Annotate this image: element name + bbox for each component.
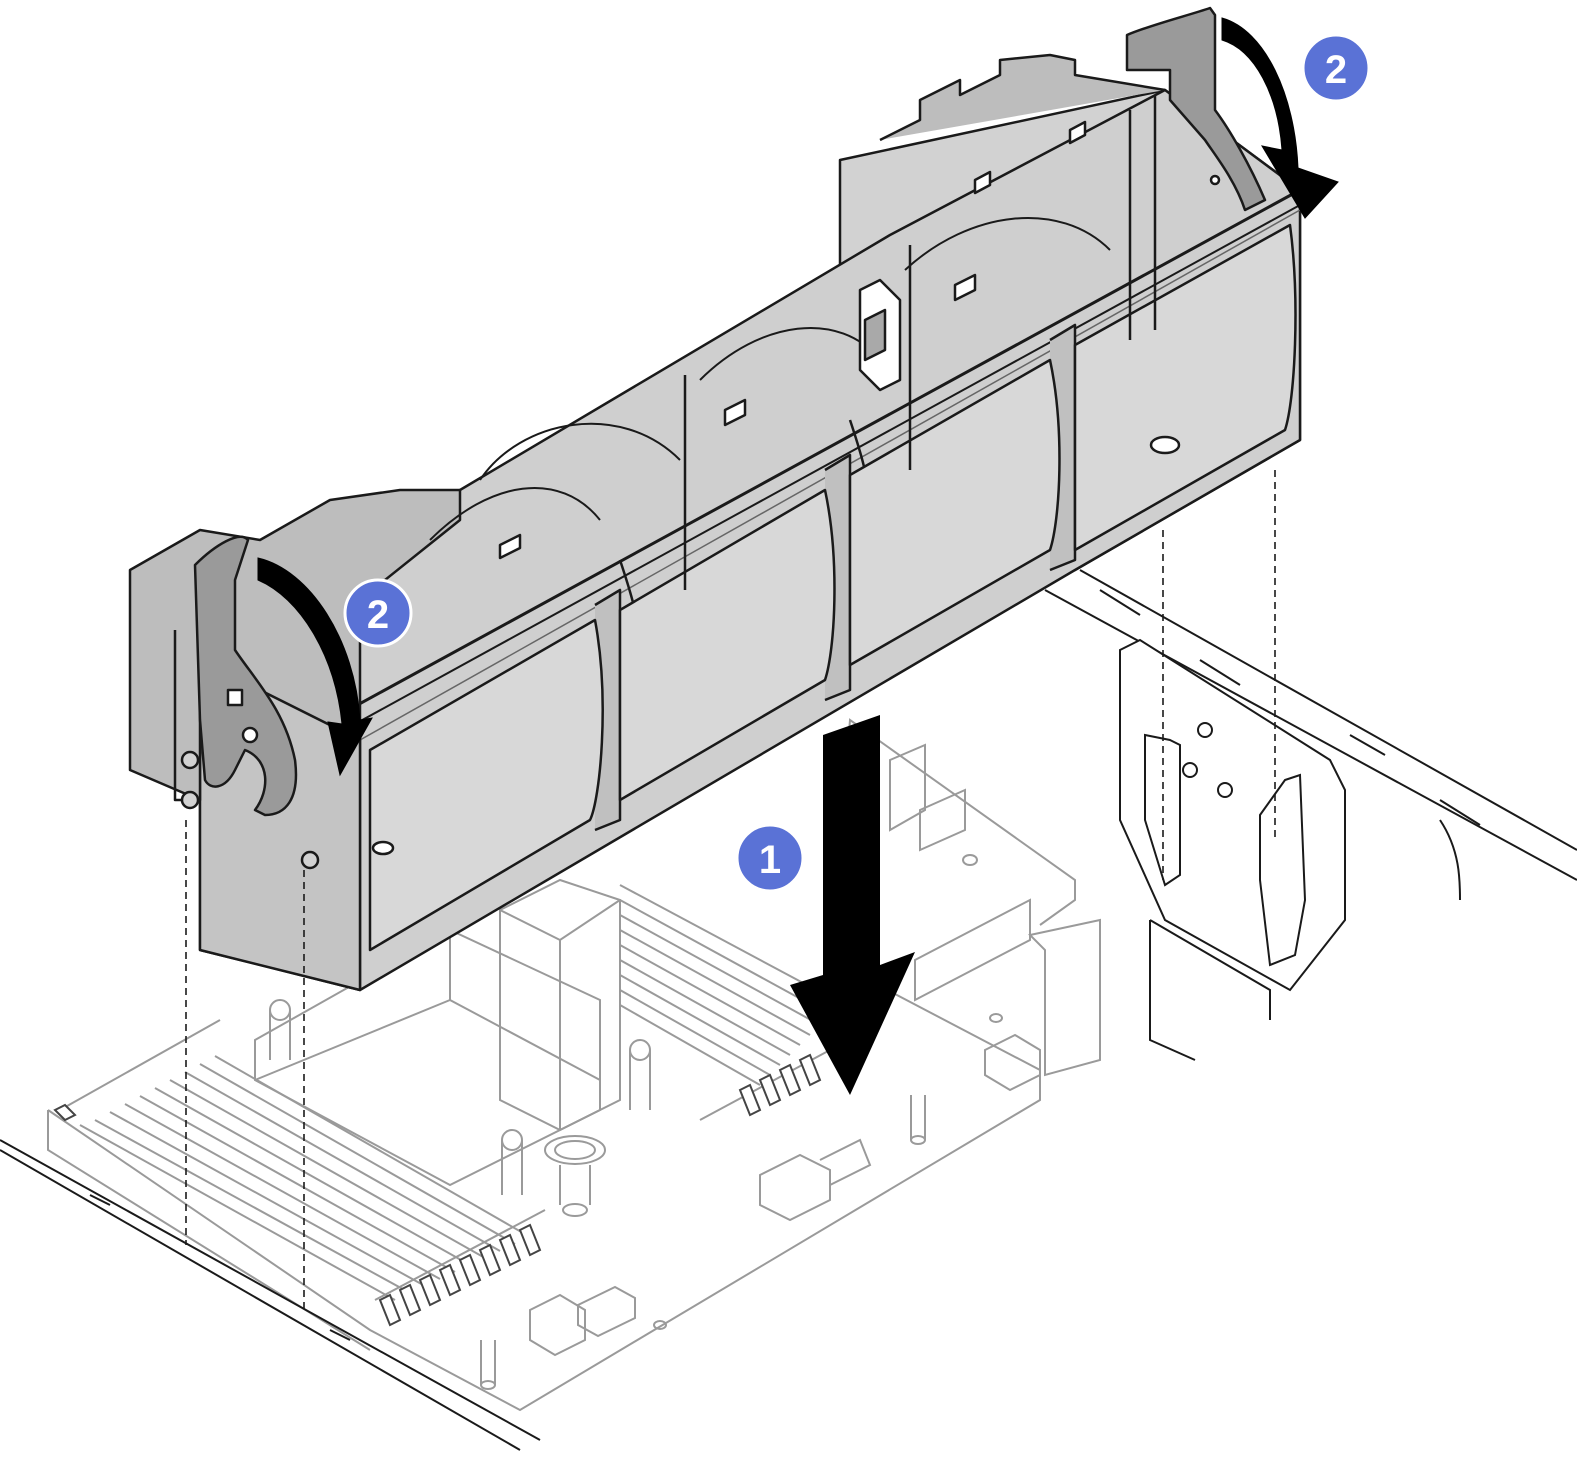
dimm-latches <box>53 1053 822 1327</box>
callout-latch-right: 2 <box>1301 33 1371 103</box>
system-board <box>47 718 1101 1412</box>
callout-latch-right-label: 2 <box>1325 48 1347 92</box>
callout-latch-left: 2 <box>343 578 413 648</box>
dimm-slots-right <box>619 884 836 1121</box>
callout-install-label: 1 <box>759 838 781 882</box>
curved-arrow-icon-right <box>1221 17 1339 219</box>
right-latch <box>1125 6 1267 212</box>
fan-cage <box>128 53 1302 992</box>
callout-install: 1 <box>735 823 805 893</box>
alignment-guides <box>185 470 1276 1310</box>
callout-latch-left-label: 2 <box>367 593 389 637</box>
curved-arrow-icon <box>257 557 373 777</box>
chassis-outline <box>0 569 1577 1451</box>
down-arrow-icon <box>790 715 915 1095</box>
dimm-slots-left <box>59 1019 546 1301</box>
left-latch <box>180 535 320 870</box>
